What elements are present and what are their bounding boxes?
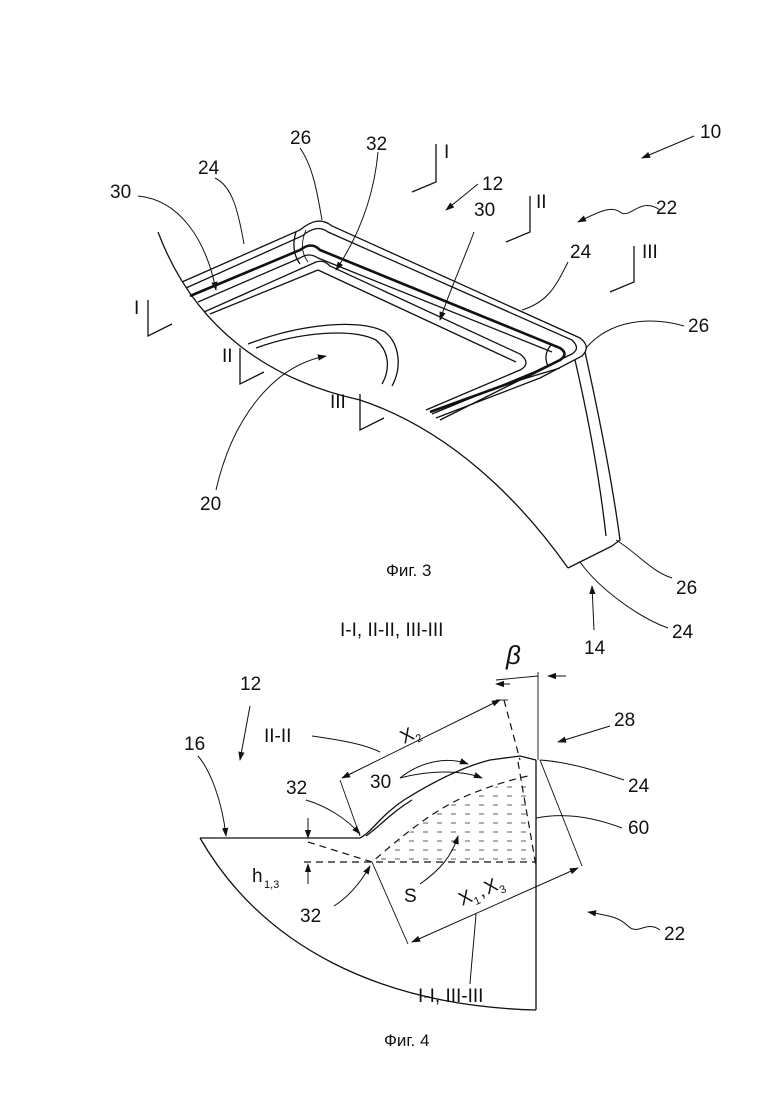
fig3-ref-24c: 24 [672, 622, 694, 643]
fig3-ref-14: 14 [584, 638, 606, 659]
fig3-central-hole-edge-2 [256, 333, 387, 384]
figure-3-insert-perspective: 10 12 14 20 22 24 24 24 26 26 26 30 30 3… [110, 122, 721, 659]
fig3-section-II-top: II [536, 192, 547, 213]
fig4-ref-30: 30 [370, 772, 391, 793]
section-III-top-mark [610, 246, 634, 292]
fig4-ref-S: S [404, 886, 417, 907]
fig3-ref-30b: 30 [474, 200, 495, 221]
fig4-ref-60: 60 [628, 818, 649, 839]
fig4-h-sub: 1,3 [264, 879, 279, 891]
section-III-left-mark [360, 394, 384, 430]
fig4-label-II-II: II-II [264, 726, 291, 747]
fig4-arrow-28 [558, 726, 610, 742]
section-I-top-mark [412, 144, 436, 192]
fig3-leader-24b [522, 262, 568, 310]
fig3-leader-20 [216, 356, 326, 490]
fig3-arrow-10 [642, 136, 694, 158]
fig3-leader-26c [616, 540, 672, 578]
fig4-leader-16 [198, 756, 226, 836]
fig3-section-I-top: I [444, 142, 449, 163]
fig3-ref-30a: 30 [110, 182, 131, 203]
fig4-x13-ext-left [372, 862, 408, 944]
fig4-leader-60 [536, 816, 622, 828]
fig4-arrow-12 [240, 706, 250, 760]
fig4-dim-x2-label: X 2 [397, 721, 425, 751]
fig4-angle-ref [496, 676, 538, 680]
fig3-ref-22: 22 [656, 198, 677, 219]
fig4-ref-16: 16 [184, 734, 205, 755]
fig4-leader-I-III [470, 914, 476, 984]
fig3-right-flank-inner [575, 360, 606, 536]
fig4-dim-x13-label: X 1 , X 3 [455, 872, 508, 913]
figure-4-section-view: I-I, II-II, III-III [184, 620, 685, 1050]
fig3-arrow-14 [592, 586, 594, 630]
fig4-ref-28: 28 [614, 710, 635, 731]
fig4-groove-profile-inner [366, 800, 412, 836]
fig4-h-main: h [252, 866, 263, 887]
fig4-arrow-22 [588, 912, 660, 930]
fig4-ref-22: 22 [664, 924, 685, 945]
fig4-label-I-I-III-III: I-I, III-III [418, 986, 483, 1007]
fig3-section-I-left: I [134, 298, 139, 319]
fig3-bottom-edge [568, 546, 612, 568]
fig4-beta-symbol: β [505, 640, 521, 670]
fig4-x13-ext-right [540, 760, 582, 866]
fig4-x13-dim-line [412, 868, 578, 942]
fig3-rake-face-edge-2 [210, 270, 516, 362]
fig3-leader-30a [138, 196, 216, 290]
fig3-ref-20: 20 [200, 494, 221, 515]
fig4-body-arc [200, 838, 536, 1010]
section-II-top-mark [506, 196, 530, 242]
fig3-ref-26c: 26 [676, 578, 697, 599]
fig4-x2-ext-left [340, 780, 360, 836]
fig4-leader-32b [334, 866, 370, 906]
fig3-ref-32: 32 [366, 134, 387, 155]
fig3-ref-24a: 24 [198, 158, 220, 179]
fig3-ref-24b: 24 [570, 242, 592, 263]
fig4-ref-12: 12 [240, 674, 261, 695]
fig3-leader-24a [215, 178, 244, 244]
fig4-edge-dashed [504, 700, 520, 760]
fig3-section-II-left: II [222, 346, 233, 367]
fig3-arrow-22 [578, 206, 660, 222]
fig3-right-flank-outer [585, 352, 620, 546]
fig4-area-S-hatch [376, 778, 534, 862]
fig4-ref-32b: 32 [300, 906, 321, 927]
fig4-dim-h-label: h 1,3 [252, 866, 279, 891]
fig4-leader-30b [400, 772, 482, 778]
fig3-leader-26a [300, 148, 322, 220]
fig4-caption: Фиг. 4 [384, 1031, 429, 1050]
fig4-ref-24: 24 [628, 776, 650, 797]
fig3-corner-radius-right [546, 344, 552, 366]
section-II-left-mark [240, 348, 264, 384]
fig3-section-III-top: III [642, 242, 658, 263]
fig4-ref-32a: 32 [286, 778, 307, 799]
fig4-leader-32a [306, 800, 360, 834]
fig4-leader-24 [540, 760, 624, 780]
fig4-section-title: I-I, II-II, III-III [340, 620, 443, 641]
fig3-ref-26a: 26 [290, 128, 311, 149]
fig3-ref-26b: 26 [688, 316, 709, 337]
fig3-ref-12: 12 [482, 174, 503, 195]
section-I-left-mark [148, 300, 172, 336]
fig3-ref-10: 10 [700, 122, 721, 143]
fig3-caption: Фиг. 3 [386, 561, 431, 580]
fig4-leader-II-II [312, 736, 380, 752]
fig3-leader-26b [586, 321, 684, 348]
fig3-section-III-left: III [330, 392, 346, 413]
fig3-leader-32 [336, 152, 378, 270]
